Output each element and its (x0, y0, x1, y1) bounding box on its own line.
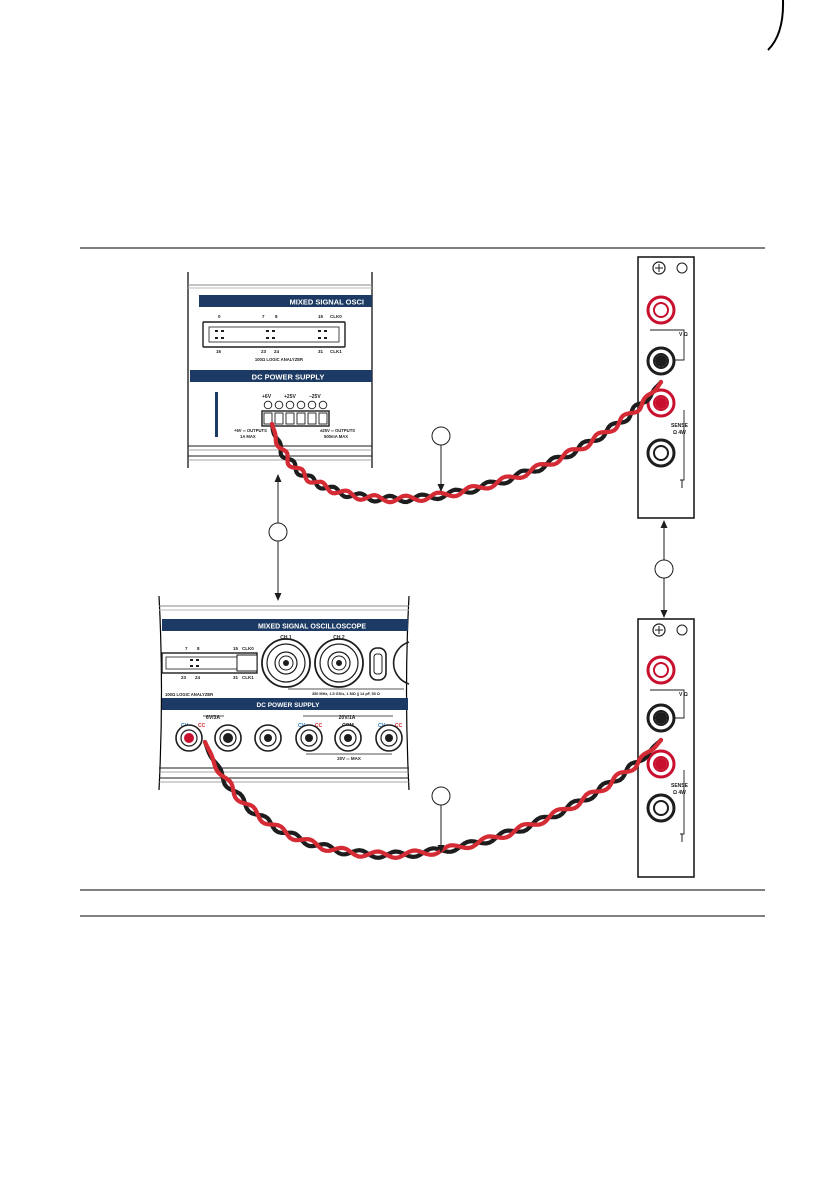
top-dc-title: DC POWER SUPPLY (252, 373, 325, 382)
svg-text:8: 8 (275, 314, 278, 319)
svg-text:CLK0: CLK0 (330, 314, 342, 319)
top-panel-accent-bar (215, 392, 218, 437)
dmm-bottom-labels: V Ω SENSE Ω 4W (671, 692, 689, 796)
svg-text:16: 16 (216, 349, 222, 354)
bottom-binding-posts (175, 724, 403, 752)
supply-plugs-bottom (184, 733, 233, 743)
bottom-banner (162, 619, 408, 631)
top-logic-analyzer-header (202, 321, 346, 348)
svg-text:7: 7 (262, 314, 265, 319)
top-logic-pin-labels: 0 7 8 15 CLK0 16 23 24 31 CLK1 (216, 314, 342, 354)
svg-text:7: 7 (185, 646, 188, 651)
svg-text:CLK1: CLK1 (242, 675, 254, 680)
svg-text:CC: CC (198, 723, 206, 729)
bottom-logic-pin-labels: 7 8 15 CLK0 23 24 31 CLK1 (181, 646, 254, 680)
top-terminal-screws (263, 400, 328, 410)
svg-text:SENSE: SENSE (671, 783, 689, 789)
bnc-channel-1 (261, 638, 311, 688)
bottom-rating: 20V ═ MAX (337, 756, 361, 761)
bnc-channel-2 (314, 638, 364, 688)
top-ratings: +6V ═ OUTPUTS 1A MAX ±25V ═ OUTPUTS 500m… (234, 428, 355, 439)
partial-bnc-channel (392, 641, 410, 685)
bottom-logic-caption: 100Ω LOGIC ANALYZER (165, 692, 213, 697)
dmm-module-top (637, 256, 695, 519)
scope-caption: 350 MHz, 1.5 GS/s, 1 MΩ || 14 pF, 50 Ω (312, 692, 380, 696)
bottom-logic-analyzer-header (161, 652, 258, 674)
svg-text:V Ω: V Ω (679, 692, 688, 698)
dmm-module-bottom (637, 618, 695, 878)
trigger-input (369, 647, 387, 681)
top-banner (199, 295, 372, 307)
corner-mark (767, 0, 785, 51)
svg-text:Ω 4W: Ω 4W (673, 790, 686, 796)
svg-text:8: 8 (197, 646, 200, 651)
test-leads (202, 379, 664, 860)
svg-text:500mA MAX: 500mA MAX (324, 434, 348, 439)
bottom-banner-title: MIXED SIGNAL OSCILLOSCOPE (258, 624, 366, 631)
top-banner-title: MIXED SIGNAL OSCI (290, 298, 364, 307)
svg-text:31: 31 (233, 675, 239, 680)
svg-text:15: 15 (233, 646, 239, 651)
svg-text:1A MAX: 1A MAX (240, 434, 256, 439)
svg-text:CV: CV (378, 723, 386, 729)
svg-text:CLK1: CLK1 (330, 349, 342, 354)
channel-1-label: CH 1 (280, 635, 292, 641)
svg-text:V Ω: V Ω (679, 332, 688, 338)
svg-text:23: 23 (261, 349, 267, 354)
top-lead-red (269, 379, 664, 505)
svg-text:CC: CC (395, 723, 403, 729)
svg-text:CC: CC (315, 723, 323, 729)
svg-text:CV: CV (298, 723, 306, 729)
callout-arrowheads (274, 474, 668, 853)
svg-text:±25V ═ OUTPUTS: ±25V ═ OUTPUTS (320, 428, 355, 433)
top-terminal-labels: +6V +25V –25V (262, 394, 321, 400)
svg-text:CLK0: CLK0 (242, 646, 254, 651)
svg-text:15: 15 (318, 314, 324, 319)
svg-text:20V/1A: 20V/1A (339, 715, 356, 721)
svg-text:23: 23 (181, 675, 187, 680)
svg-text:SENSE: SENSE (671, 423, 689, 429)
svg-text:24: 24 (274, 349, 280, 354)
bottom-lead-red (202, 737, 664, 860)
dmm-top-plugs (655, 355, 667, 409)
svg-text:+25V: +25V (284, 394, 296, 400)
svg-text:–25V: –25V (309, 394, 321, 400)
bottom-dc-title: DC POWER SUPPLY (257, 702, 321, 709)
bottom-instrument-panel: MIXED SIGNAL OSCILLOSCOPE 7 8 15 CLK0 23… (158, 595, 410, 791)
top-logic-caption: 100Ω LOGIC ANALYZER (255, 357, 303, 362)
dmm-top-labels: V Ω SENSE Ω 4W (671, 332, 689, 436)
svg-text:31: 31 (318, 349, 324, 354)
svg-text:Ω 4W: Ω 4W (673, 430, 686, 436)
bottom-dc-banner (162, 698, 408, 710)
svg-text:+6V ═ OUTPUTS: +6V ═ OUTPUTS (234, 428, 267, 433)
dmm-bottom-plugs (655, 712, 667, 770)
channel-2-label: CH 2 (333, 635, 345, 641)
callouts (268, 426, 674, 848)
top-dc-banner (190, 370, 372, 382)
svg-text:24: 24 (195, 675, 201, 680)
svg-text:6V/3A: 6V/3A (206, 715, 220, 721)
svg-text:+6V: +6V (262, 394, 272, 400)
top-instrument-panel: MIXED SIGNAL OSCI 0 7 8 15 CLK0 16 23 24… (187, 272, 373, 468)
top-terminal-block (261, 410, 330, 427)
svg-text:0: 0 (218, 314, 221, 319)
